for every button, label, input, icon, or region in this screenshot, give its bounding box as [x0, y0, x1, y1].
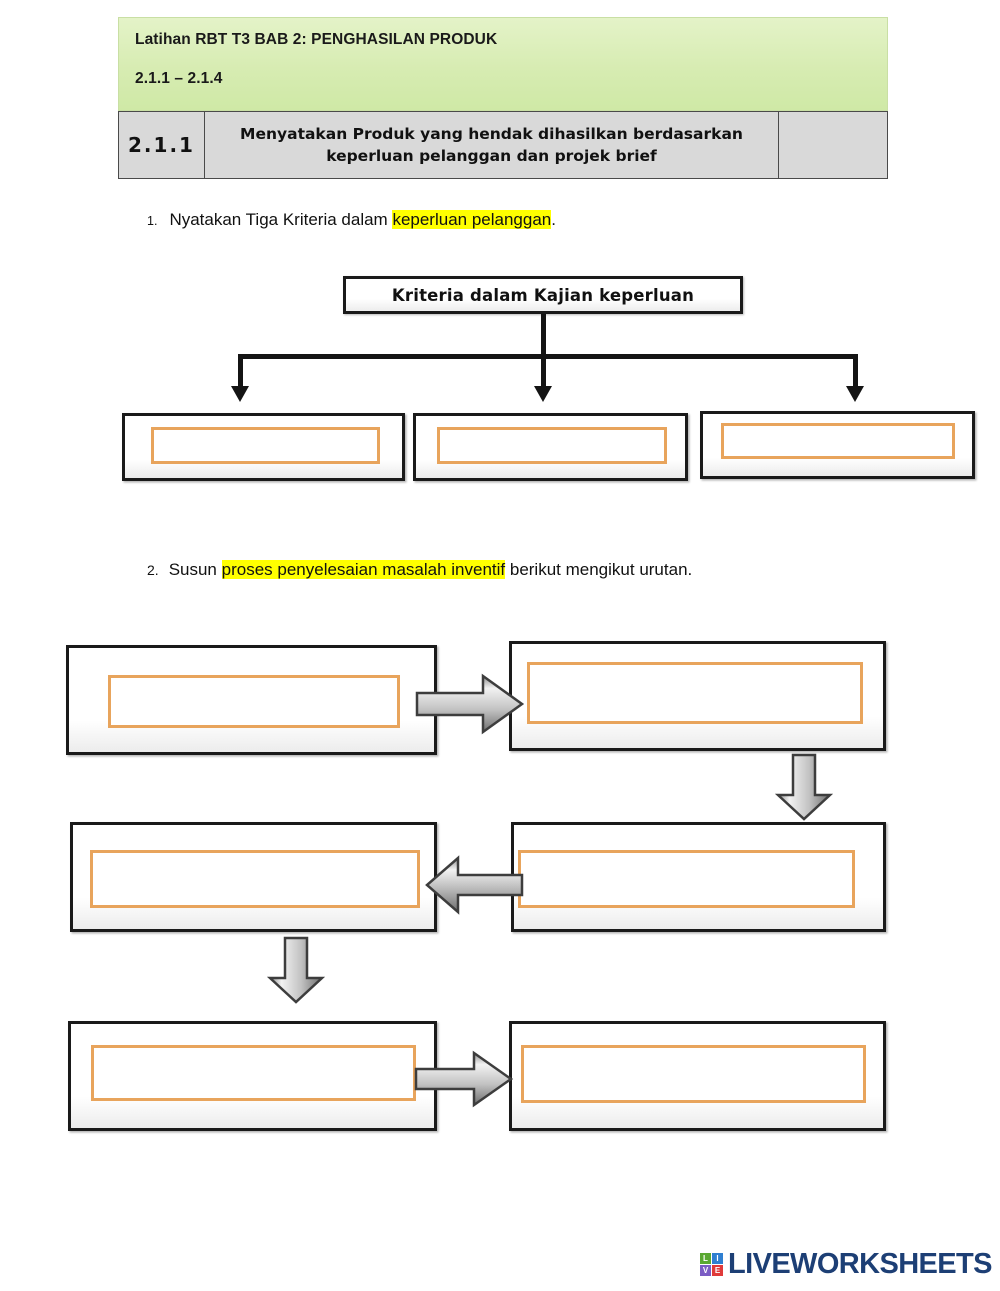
tree-root-box: Kriteria dalam Kajian keperluan — [343, 276, 743, 314]
flow-answer-input-5[interactable] — [91, 1045, 416, 1101]
logo-tile-e: E — [712, 1265, 723, 1276]
flow-answer-input-6[interactable] — [521, 1045, 866, 1103]
flow-arrow-right-icon-2 — [414, 1050, 514, 1108]
question-2-text-after: berikut mengikut urutan. — [505, 560, 693, 579]
flow-answer-input-1[interactable] — [108, 675, 400, 728]
flow-answer-input-4[interactable] — [518, 850, 855, 908]
question-2-number: 2. — [147, 562, 159, 578]
logo-tile-l: L — [700, 1253, 711, 1264]
tree-arrow-down-icon-mid — [534, 386, 552, 402]
flow-arrow-right-icon-1 — [415, 673, 525, 735]
objective-empty-cell — [779, 112, 887, 178]
banner-range: 2.1.1 – 2.1.4 — [135, 69, 223, 87]
tree-answer-input-2[interactable] — [437, 427, 667, 464]
liveworksheets-logo: L I V E LIVEWORKSHEETS — [700, 1248, 993, 1281]
question-1-text-after: . — [551, 210, 556, 229]
tree-connector-stem — [541, 314, 546, 358]
tree-root-label: Kriteria dalam Kajian keperluan — [391, 285, 695, 305]
logo-tile-i: I — [712, 1253, 723, 1264]
logo-tile-v: V — [700, 1265, 711, 1276]
tree-arrow-down-icon-left — [231, 386, 249, 402]
tree-connector-mid — [541, 354, 546, 386]
question-1-highlight: keperluan pelanggan — [392, 210, 552, 229]
flow-answer-input-2[interactable] — [527, 662, 863, 724]
tree-answer-input-3[interactable] — [721, 423, 955, 459]
flow-arrow-down-icon-2 — [267, 936, 325, 1004]
worksheet-banner: Latihan RBT T3 BAB 2: PENGHASILAN PRODUK… — [118, 17, 888, 111]
liveworksheets-logo-icon: L I V E — [700, 1253, 723, 1276]
tree-arrow-down-icon-right — [846, 386, 864, 402]
question-2-text-before: Susun — [168, 560, 222, 579]
question-2-highlight: proses penyelesaian masalah inventif — [221, 560, 506, 579]
question-1-number: 1. — [147, 214, 158, 228]
tree-connector-right — [853, 354, 858, 386]
tree-answer-input-1[interactable] — [151, 427, 380, 464]
question-1-text-before: Nyatakan Tiga Kriteria dalam — [169, 210, 393, 229]
objective-description: Menyatakan Produk yang hendak dihasilkan… — [205, 112, 779, 178]
objective-code: 2.1.1 — [119, 112, 205, 178]
tree-connector-bar — [238, 354, 858, 359]
flow-arrow-down-icon-1 — [775, 753, 833, 821]
liveworksheets-wordmark: LIVEWORKSHEETS — [728, 1248, 993, 1280]
flow-answer-input-3[interactable] — [90, 850, 420, 908]
question-2: 2. Susun proses penyelesaian masalah inve… — [147, 560, 692, 580]
tree-connector-left — [238, 354, 243, 386]
question-1: 1. Nyatakan Tiga Kriteria dalam keperluan… — [147, 210, 556, 230]
objective-table: 2.1.1 Menyatakan Produk yang hendak diha… — [118, 111, 888, 179]
banner-title: Latihan RBT T3 BAB 2: PENGHASILAN PRODUK — [135, 31, 498, 48]
flow-arrow-left-icon-1 — [424, 855, 524, 915]
